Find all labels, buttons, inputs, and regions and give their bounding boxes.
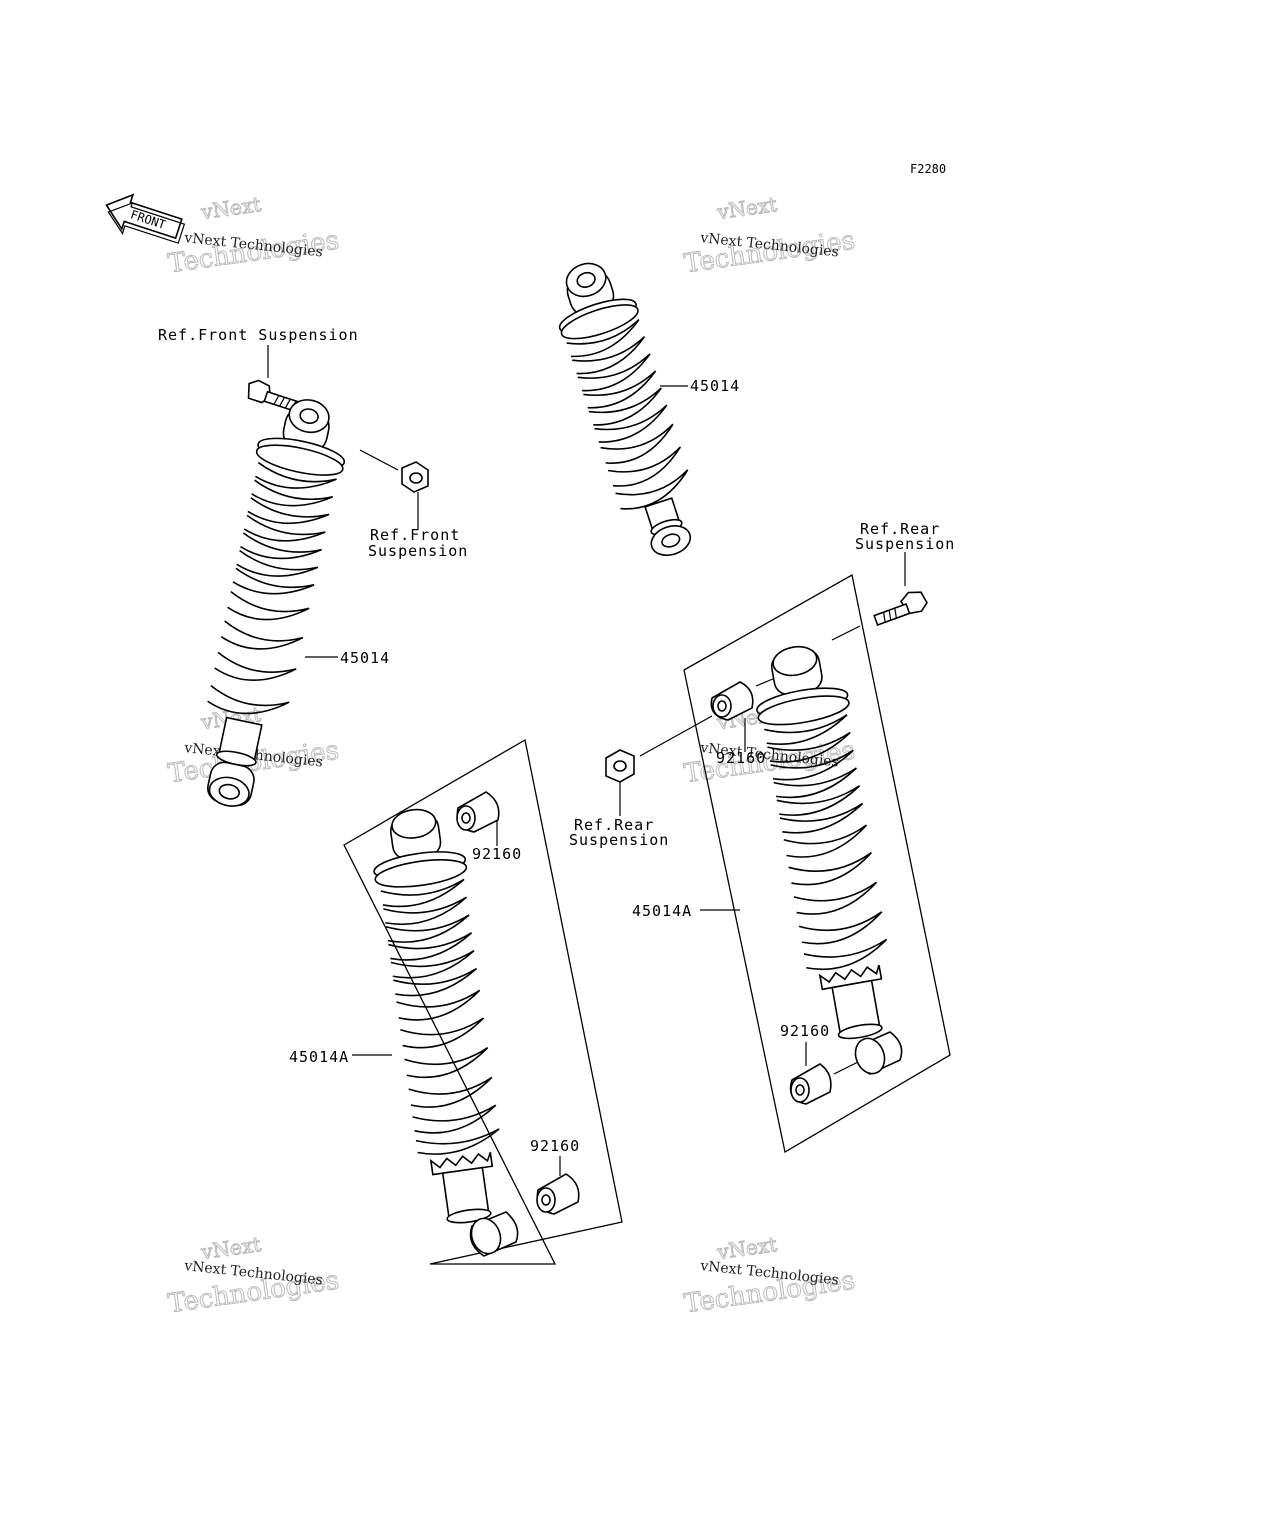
label-ref-rear-suspension-bolt-line1: Ref.Rear [860, 520, 940, 538]
part-number-45014A-right: 45014A [632, 902, 692, 920]
part-number-92160-left-top: 92160 [472, 845, 522, 863]
watermark-text-small: vNext [715, 192, 779, 224]
bolt-icon [873, 591, 928, 627]
shock-absorber-45014-left [207, 345, 429, 807]
bushing-icon [710, 681, 754, 721]
label-ref-rear-suspension-nut-line2: Suspension [569, 831, 669, 849]
group-box-45014A-right [683, 573, 951, 1154]
leader-line [639, 715, 713, 757]
label-ref-rear-suspension-nut-line1: Ref.Rear [574, 816, 654, 834]
bushing-icon [536, 1173, 580, 1215]
part-number-45014-upper: 45014 [690, 377, 740, 395]
figure-code: F2280 [910, 162, 946, 176]
bushing-icon [789, 1063, 832, 1105]
label-ref-front-suspension-top: Ref.Front Suspension [158, 326, 359, 344]
part-number-92160-right-bottom: 92160 [780, 1022, 830, 1040]
nut-icon [605, 749, 635, 783]
front-arrow-icon: FRONT [105, 193, 186, 244]
part-number-45014A-left: 45014A [289, 1048, 349, 1066]
label-ref-front-suspension-nut-line1: Ref.Front [370, 526, 460, 544]
label-ref-rear-suspension-bolt-line2: Suspension [855, 535, 955, 553]
watermark-text-small: vNext [715, 1232, 779, 1264]
shock-absorber-45014A-left [352, 791, 580, 1257]
nut-icon [401, 461, 429, 493]
shock-absorber-45014-upper [558, 262, 692, 557]
part-number-92160-right-top: 92160 [716, 749, 766, 767]
part-number-92160-left-bottom: 92160 [530, 1137, 580, 1155]
lower-eye-icon [854, 1031, 903, 1075]
watermark-text-small: vNext [199, 1232, 263, 1264]
label-ref-front-suspension-nut-line2: Suspension [368, 542, 468, 560]
part-number-45014-left: 45014 [340, 649, 390, 667]
group-box-45014A-left [343, 738, 623, 1265]
bushing-icon [456, 791, 500, 833]
leader-line [831, 625, 861, 641]
watermark-text-small: vNext [199, 192, 263, 224]
leader-line [833, 1061, 859, 1075]
leader-line [359, 449, 399, 471]
shock-absorber-45014A-right [605, 552, 928, 1105]
lower-eye-icon [469, 1211, 519, 1257]
